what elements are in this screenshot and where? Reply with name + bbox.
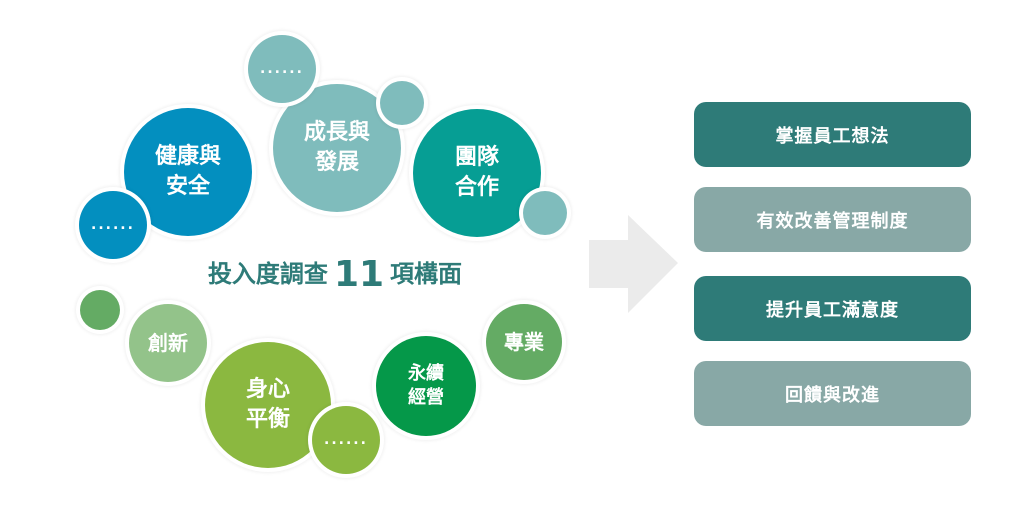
circle-professionalism: 專業 <box>486 304 562 380</box>
circle-work-life-balance: 身心 平衡 <box>205 342 331 468</box>
circle-label: 永續 經營 <box>408 362 444 408</box>
circle-label: ...... <box>324 431 368 448</box>
outcome-box-4: 回饋與改進 <box>694 361 971 426</box>
circle-more-blue: ...... <box>79 191 147 259</box>
outcome-box-1: 掌握員工想法 <box>694 102 971 167</box>
circle-label: 身心 平衡 <box>245 377 290 432</box>
outcome-label: 掌握員工想法 <box>775 125 890 147</box>
circle-label: 專業 <box>504 329 544 354</box>
circle-small-teal-2 <box>523 191 567 235</box>
arrow-right-icon <box>589 215 678 313</box>
circle-more-teal: ...... <box>248 35 316 103</box>
circle-sustainability: 永續 經營 <box>376 336 476 436</box>
outcome-label: 提升員工滿意度 <box>766 299 899 321</box>
circle-small-green <box>80 290 120 330</box>
circle-label: 創新 <box>148 330 188 355</box>
outcome-box-2: 有效改善管理制度 <box>694 187 971 252</box>
outcome-box-3: 提升員工滿意度 <box>694 276 971 341</box>
circle-small-teal <box>380 81 424 125</box>
circle-label: ...... <box>91 216 135 233</box>
circle-label: ...... <box>260 60 304 77</box>
circle-label: 團隊 合作 <box>454 145 499 200</box>
title-suffix: 項構面 <box>390 260 463 288</box>
outcome-label: 有效改善管理制度 <box>756 210 909 232</box>
circle-more-green: ...... <box>312 406 380 474</box>
circle-label: 健康與 安全 <box>154 144 221 199</box>
title-number: 11 <box>333 254 385 295</box>
circle-label: 成長與 發展 <box>303 120 370 175</box>
circle-innovation: 創新 <box>129 304 207 382</box>
title-prefix: 投入度調查 <box>207 260 328 288</box>
circle-growth-development: 成長與 發展 <box>273 84 401 212</box>
circle-teamwork: 團隊 合作 <box>413 109 541 237</box>
outcome-label: 回饋與改進 <box>785 384 880 406</box>
